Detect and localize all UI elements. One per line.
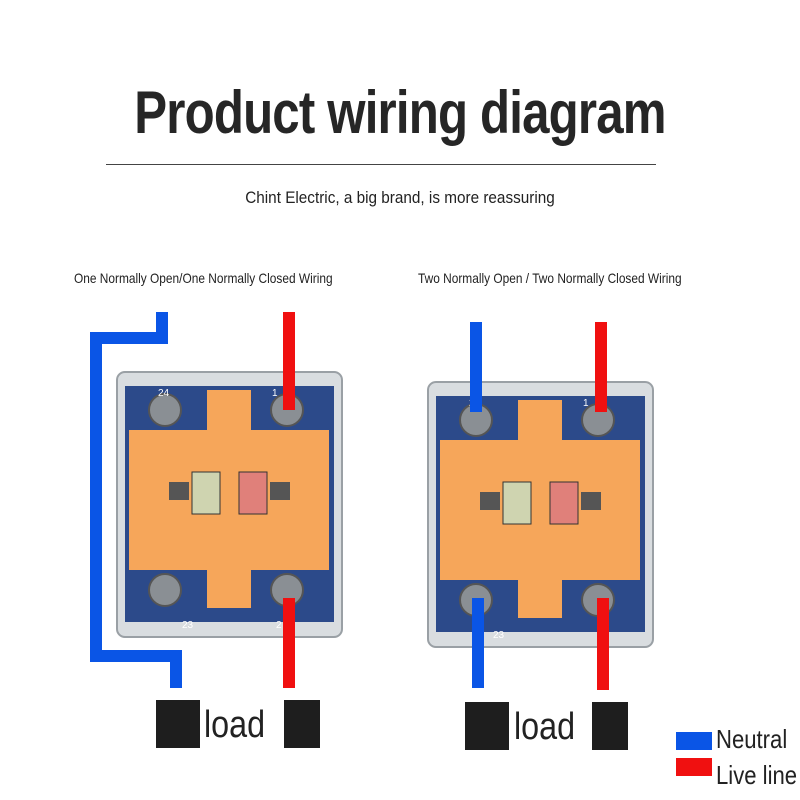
live-legend-swatch bbox=[676, 758, 712, 776]
subtitle: Chint Electric, a big brand, is more rea… bbox=[245, 188, 555, 207]
right-terminal-bottom-left: 23 bbox=[493, 630, 505, 641]
title-divider bbox=[106, 164, 656, 165]
right-switch-body bbox=[427, 381, 654, 648]
left-switch-body bbox=[116, 371, 343, 638]
left-neutral-wire bbox=[90, 312, 182, 688]
left-diagram-caption: One Normally Open/One Normally Closed Wi… bbox=[74, 270, 333, 286]
left-terminal-bottom-right: 2 bbox=[276, 620, 282, 631]
left-load-block-right bbox=[284, 700, 320, 748]
left-terminal-top-left: 24 bbox=[158, 388, 170, 399]
left-terminal-bottom-left: 23 bbox=[182, 620, 194, 631]
right-load-block-left bbox=[465, 702, 509, 750]
neutral-legend-swatch bbox=[676, 732, 712, 750]
right-diagram-caption: Two Normally Open / Two Normally Closed … bbox=[418, 270, 682, 286]
neutral-legend-label: Neutral bbox=[716, 724, 788, 754]
right-terminal-top-right: 1 bbox=[583, 398, 589, 409]
left-load-label: load bbox=[204, 704, 266, 746]
page-title: Product wiring diagram bbox=[134, 79, 666, 146]
right-load-label: load bbox=[514, 706, 576, 748]
right-load-block-right bbox=[592, 702, 628, 750]
left-load-block-left bbox=[156, 700, 200, 748]
left-terminal-top-right: 1 bbox=[272, 388, 278, 399]
live-legend-label: Live line bbox=[716, 760, 798, 790]
